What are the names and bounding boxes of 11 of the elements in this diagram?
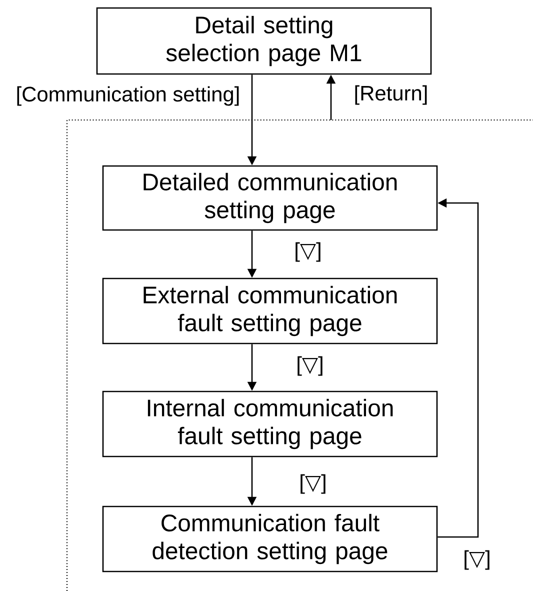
edge-label: [Communication setting] bbox=[17, 86, 239, 106]
page-box: Communication fault detection setting page bbox=[102, 506, 438, 572]
page-box: Internal communication fault setting page bbox=[102, 390, 438, 458]
edge-label: [▽] bbox=[464, 550, 490, 570]
page-box: Detailed communication setting page bbox=[102, 165, 438, 231]
edge-label: [▽] bbox=[300, 474, 326, 494]
edge-label: [▽] bbox=[298, 356, 322, 376]
edge-label: [▽] bbox=[296, 242, 320, 262]
edge-label: [Return] bbox=[355, 85, 427, 105]
page-box: Detail setting selection page M1 bbox=[96, 7, 432, 75]
page-box: External communication fault setting page bbox=[102, 278, 438, 344]
